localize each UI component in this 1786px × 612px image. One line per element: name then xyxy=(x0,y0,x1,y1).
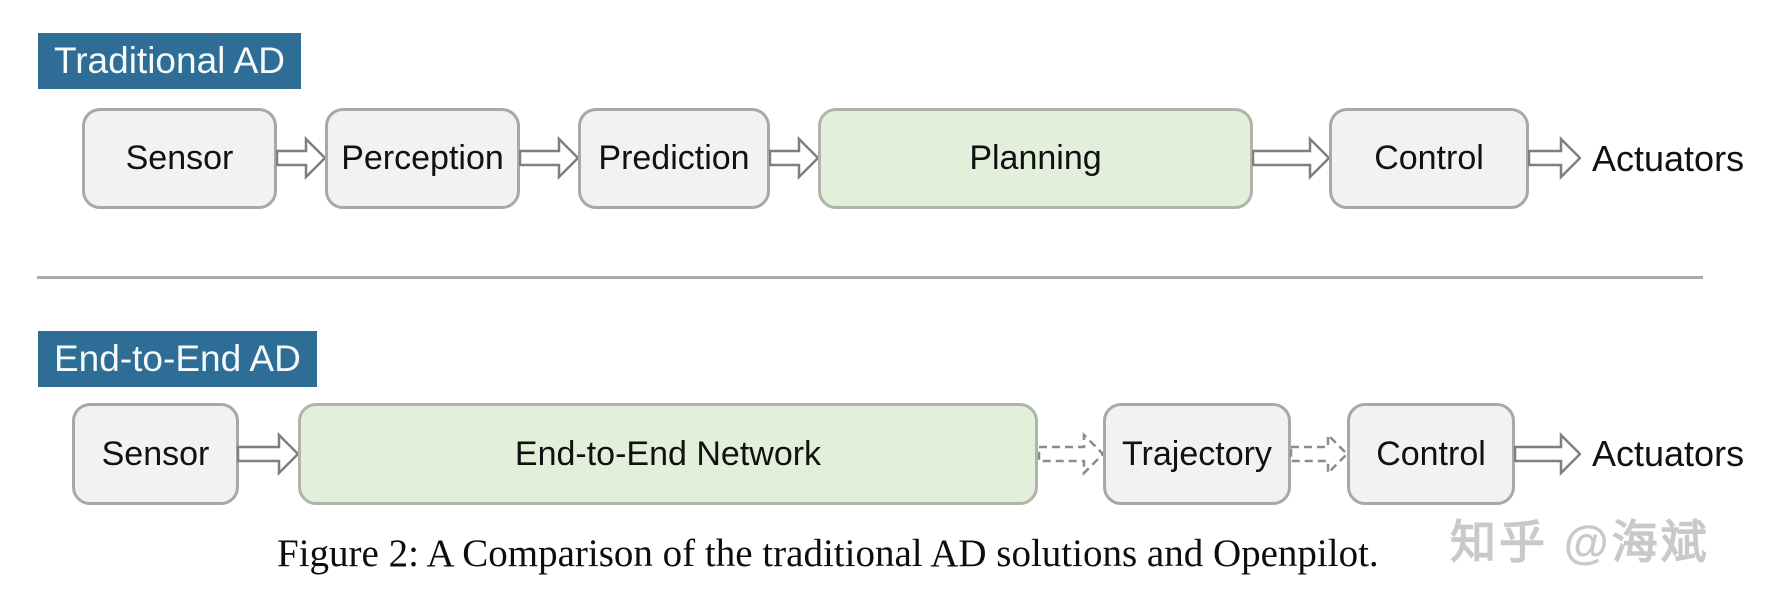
arrow-right-icon xyxy=(1528,136,1581,180)
section-divider xyxy=(37,276,1703,279)
box-trajectory: Trajectory xyxy=(1103,403,1291,505)
actuators-text-traditional: Actuators xyxy=(1592,137,1745,179)
arrow-right-icon xyxy=(237,432,299,476)
traditional-ad-label: Traditional AD xyxy=(38,33,302,89)
box-perception: Perception xyxy=(325,108,520,209)
box-sensor-end-to-end: Sensor xyxy=(72,403,239,505)
arrow-right-icon xyxy=(519,136,579,180)
figure-caption: Figure 2: A Comparison of the traditiona… xyxy=(277,532,1379,575)
box-end-to-end-network: End-to-End Network xyxy=(298,403,1038,505)
box-sensor-traditional: Sensor xyxy=(82,108,277,209)
arrow-right-icon xyxy=(276,136,326,180)
zhihu-watermark: 知乎 @海斌 xyxy=(1450,516,1710,568)
dashed-arrow-right-icon xyxy=(1290,432,1348,476)
actuators-text-end-to-end: Actuators xyxy=(1592,433,1745,474)
box-prediction: Prediction xyxy=(578,108,770,209)
arrow-right-icon xyxy=(769,136,819,180)
end-to-end-ad-label: End-to-End AD xyxy=(38,331,317,387)
dashed-arrow-right-icon xyxy=(1038,432,1104,476)
arrow-right-icon xyxy=(1514,432,1581,476)
box-control-traditional: Control xyxy=(1329,108,1529,209)
arrow-right-icon xyxy=(1252,136,1330,180)
box-planning: Planning xyxy=(818,108,1253,209)
box-control-end-to-end: Control xyxy=(1347,403,1515,505)
